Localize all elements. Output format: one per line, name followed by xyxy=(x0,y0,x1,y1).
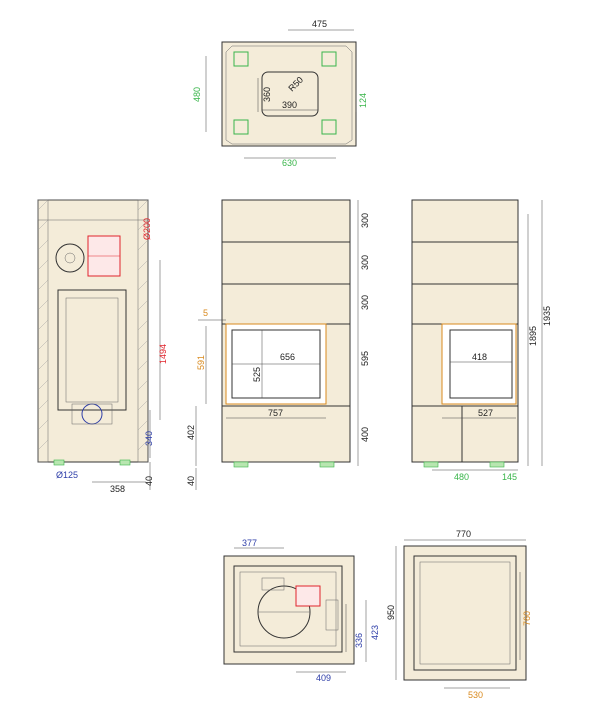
side-section-view: Ø200 1494 340 40 Ø125 358 xyxy=(37,199,168,494)
dim-360: 360 xyxy=(262,87,272,102)
dim-340-blue: 340 xyxy=(144,431,154,446)
top-view: 475 480 360 R50 390 124 630 xyxy=(192,19,368,168)
dim-200-red: Ø200 xyxy=(142,218,152,240)
dim-1895: 1895 xyxy=(528,326,538,346)
dim-418: 418 xyxy=(472,352,487,362)
dim-1935: 1935 xyxy=(542,306,552,326)
dim-591-orange: 591 xyxy=(196,355,206,370)
dim-358: 358 xyxy=(110,484,125,494)
dim-125-blue: Ø125 xyxy=(56,470,78,480)
dim-377-blue: 377 xyxy=(242,538,257,548)
dim-1494-red: 1494 xyxy=(158,344,168,364)
dim-409-blue: 409 xyxy=(316,673,331,683)
dim-145-green: 145 xyxy=(502,472,517,482)
dim-402: 402 xyxy=(186,425,196,440)
front-view: 300 300 300 595 400 5 591 656 525 757 40… xyxy=(186,199,370,490)
dim-390: 390 xyxy=(282,100,297,110)
right-view: 418 527 1895 1935 480 145 xyxy=(411,199,552,482)
dim-124-green: 124 xyxy=(358,93,368,108)
dim-336-blue: 336 xyxy=(354,633,364,648)
dim-630-green: 630 xyxy=(282,158,297,168)
dim-480-green-right: 480 xyxy=(454,472,469,482)
dim-300-b: 300 xyxy=(360,255,370,270)
dim-40-front: 40 xyxy=(186,476,196,486)
dim-400: 400 xyxy=(360,427,370,442)
dim-475: 475 xyxy=(312,19,327,29)
bottom-plan-view: 770 950 760 530 xyxy=(386,529,532,700)
dim-595: 595 xyxy=(360,351,370,366)
dim-760-orange: 760 xyxy=(522,611,532,626)
dim-300-a: 300 xyxy=(360,213,370,228)
dim-770: 770 xyxy=(456,529,471,539)
dim-757: 757 xyxy=(268,408,283,418)
dim-950: 950 xyxy=(386,605,396,620)
dim-527: 527 xyxy=(478,408,493,418)
dim-423-blue: 423 xyxy=(370,625,380,640)
dim-530-orange: 530 xyxy=(468,690,483,700)
dim-525: 525 xyxy=(252,367,262,382)
bottom-section-view: 377 336 423 409 xyxy=(223,538,380,683)
dim-40-side: 40 xyxy=(144,476,154,486)
dim-300-c: 300 xyxy=(360,295,370,310)
dim-5-orange: 5 xyxy=(203,308,208,318)
dim-656: 656 xyxy=(280,352,295,362)
dim-480-green: 480 xyxy=(192,87,202,102)
